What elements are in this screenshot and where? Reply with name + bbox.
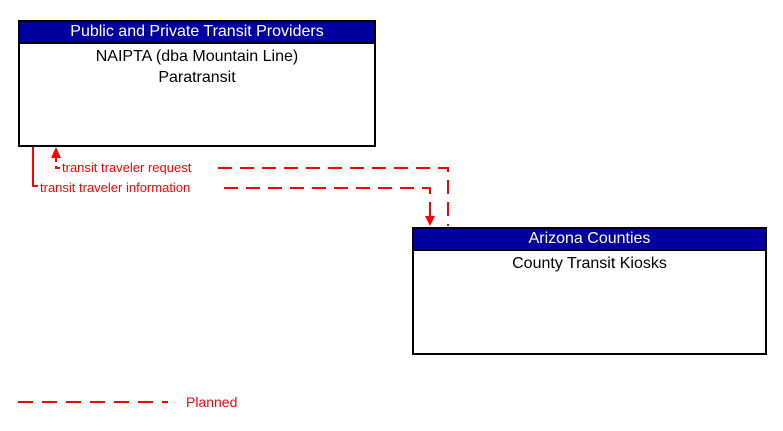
entity-box-arizona-counties: Arizona Counties County Transit Kiosks	[412, 227, 767, 355]
entity-body-naipta-paratransit: NAIPTA (dba Mountain Line) Paratransit	[20, 44, 374, 88]
information-arrowhead-down-icon	[425, 216, 435, 226]
entity-body-county-transit-kiosks: County Transit Kiosks	[414, 251, 765, 274]
entity-body-line: County Transit Kiosks	[512, 255, 667, 272]
request-line-stub	[55, 157, 60, 169]
information-line-dashed	[224, 187, 431, 216]
flow-label-transit-traveler-request: transit traveler request	[62, 160, 192, 175]
legend-label-planned: Planned	[186, 394, 238, 410]
information-line-stub	[32, 147, 38, 187]
flow-label-transit-traveler-information: transit traveler information	[40, 180, 191, 195]
entity-body-line: Paratransit	[158, 69, 236, 86]
entity-header-public-and-private-transit-providers: Public and Private Transit Providers	[20, 22, 374, 44]
request-arrowhead-up-icon	[51, 147, 61, 158]
entity-box-public-and-private-transit-providers: Public and Private Transit Providers NAI…	[18, 20, 376, 147]
entity-body-line: NAIPTA (dba Mountain Line)	[95, 48, 299, 65]
entity-header-arizona-counties: Arizona Counties	[414, 229, 765, 251]
request-line-dashed	[218, 167, 449, 226]
